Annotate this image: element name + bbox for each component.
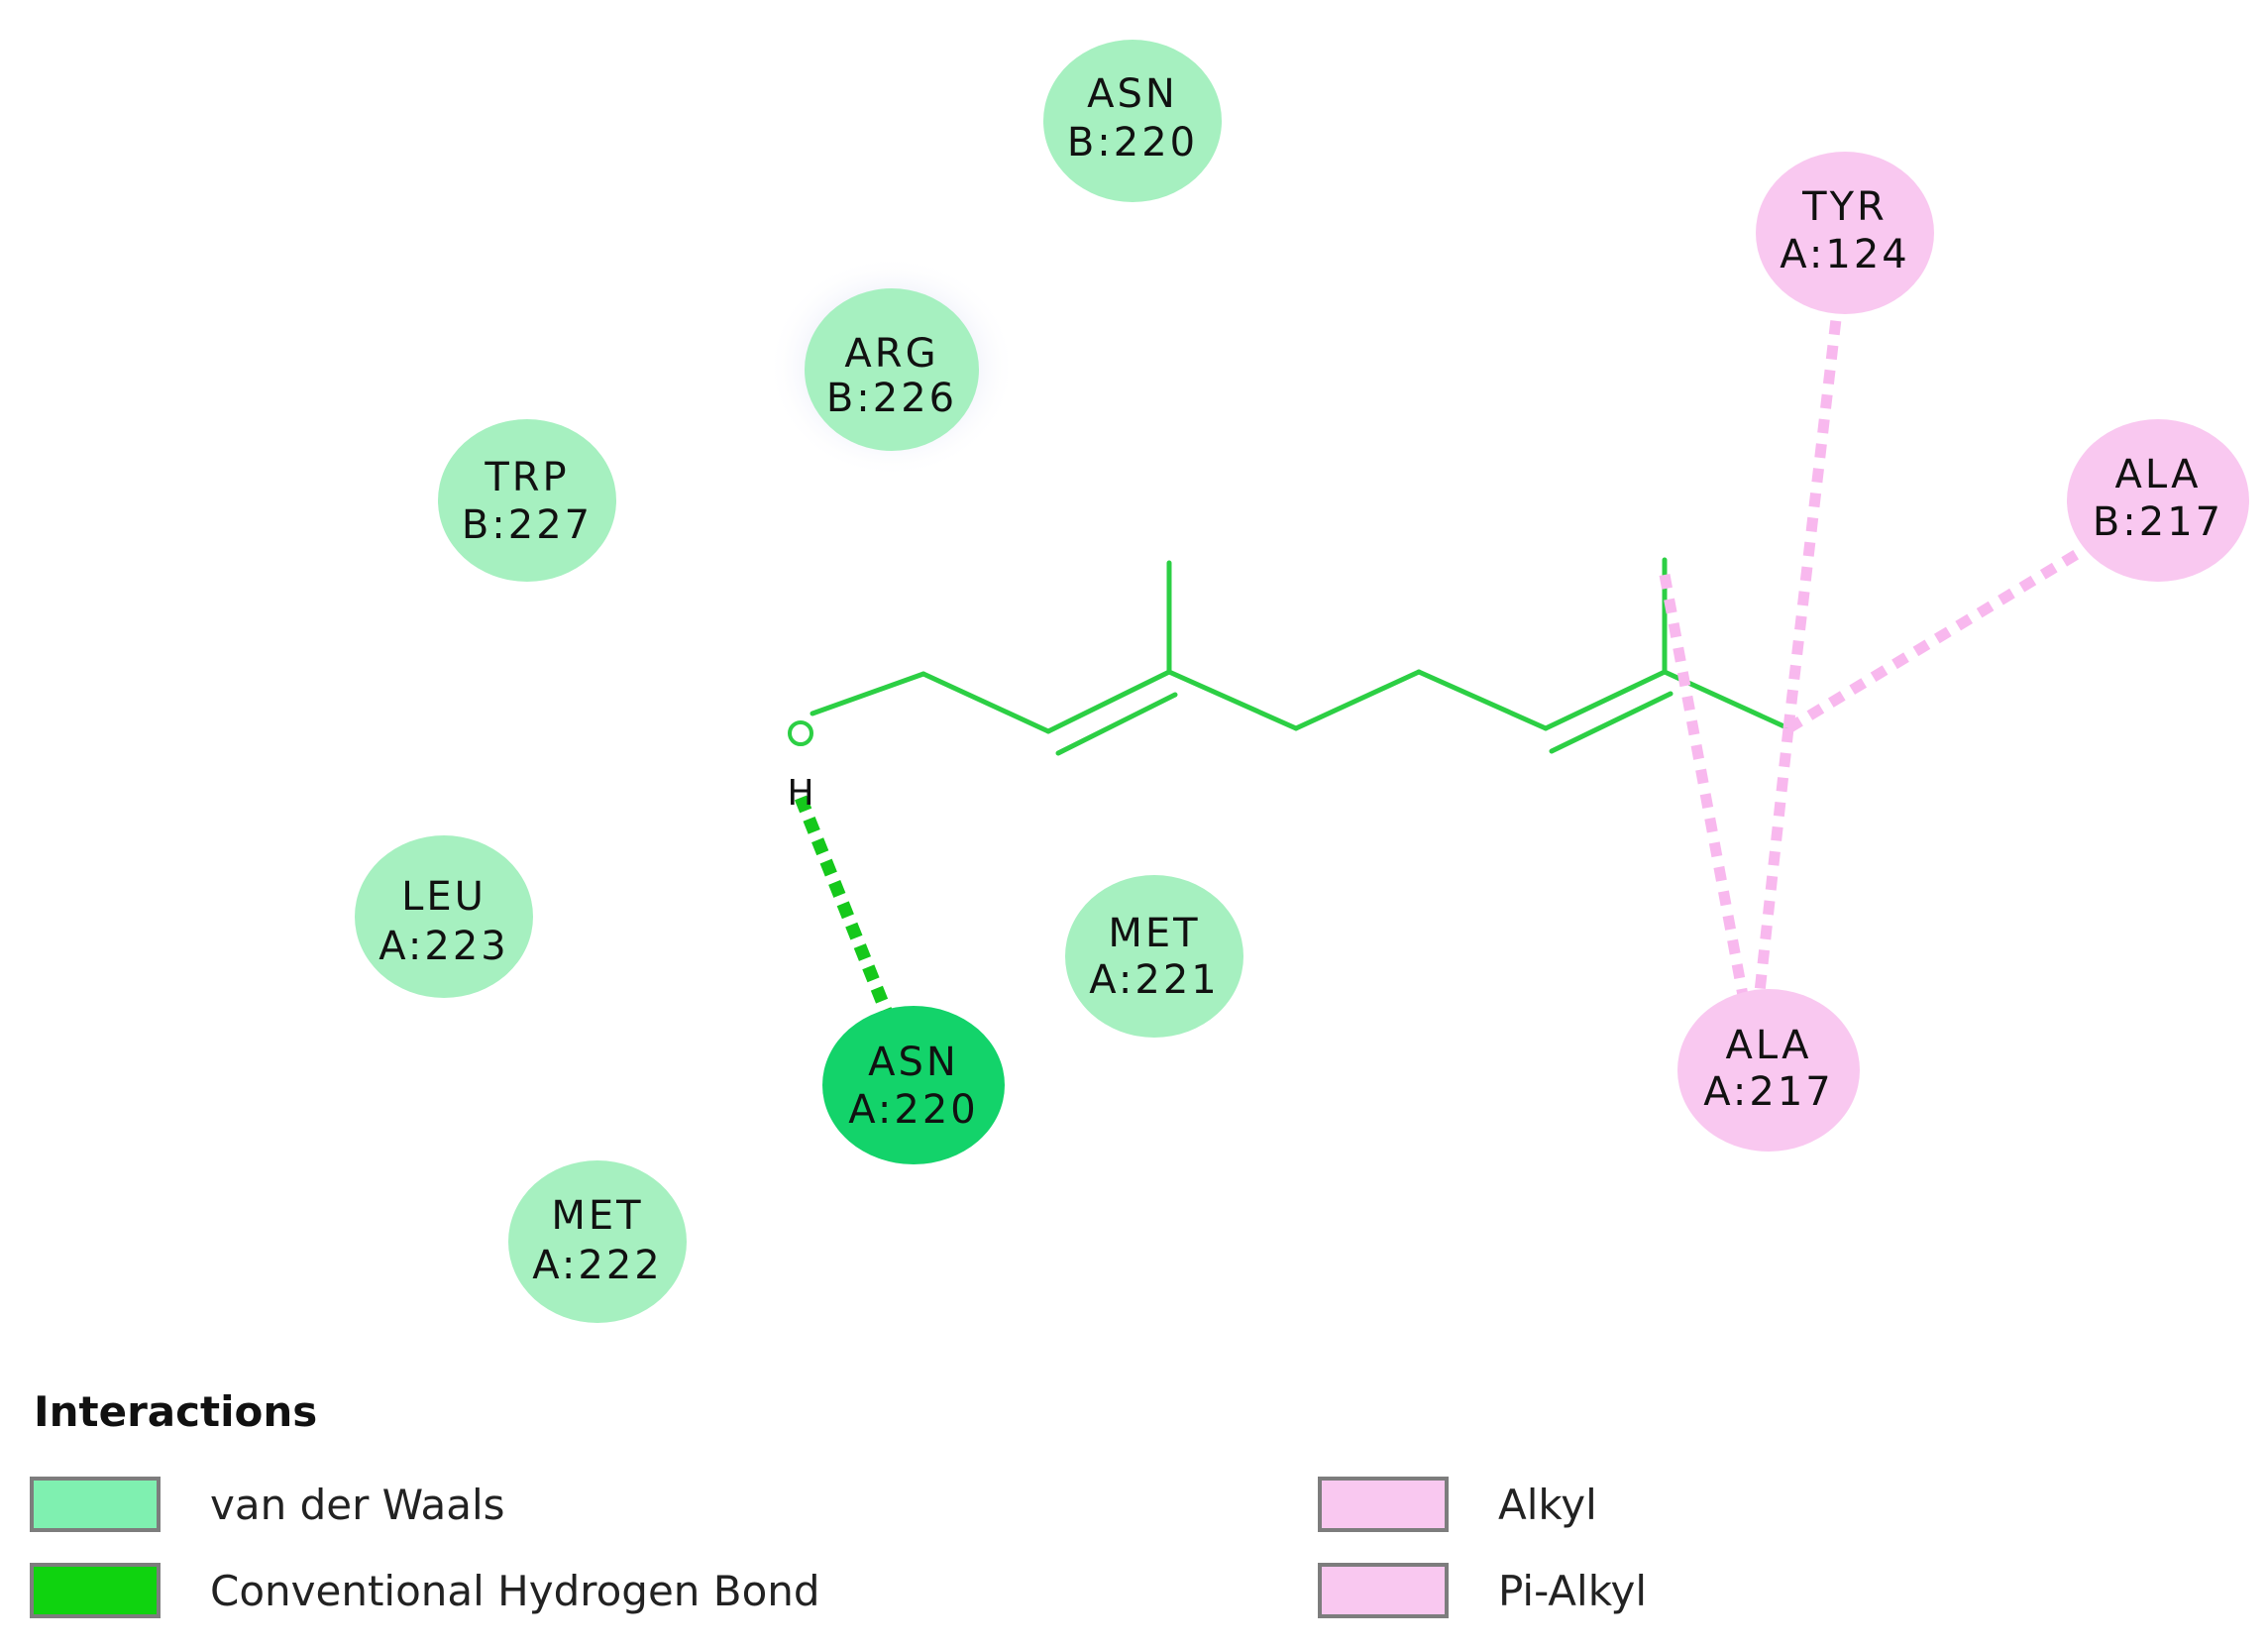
svg-text:A:124: A:124 bbox=[1780, 232, 1909, 277]
svg-text:A:222: A:222 bbox=[532, 1243, 662, 1288]
residue-leu-a223: LEU A:223 bbox=[355, 835, 533, 998]
svg-text:TYR: TYR bbox=[1801, 184, 1888, 230]
svg-text:MET: MET bbox=[1108, 911, 1200, 956]
legend-item-pi-alkyl: Pi-Alkyl bbox=[1318, 1558, 1647, 1623]
legend-item-hydrogen-bond: Conventional Hydrogen Bond bbox=[30, 1558, 820, 1623]
svg-text:ASN: ASN bbox=[1087, 71, 1178, 117]
residue-tyr-a124: TYR A:124 bbox=[1756, 152, 1934, 314]
svg-text:A:220: A:220 bbox=[848, 1087, 978, 1133]
svg-text:B:217: B:217 bbox=[2093, 499, 2223, 545]
residue-asn-b220: ASN B:220 bbox=[1043, 40, 1222, 202]
legend-swatch bbox=[30, 1477, 161, 1532]
svg-text:ASN: ASN bbox=[868, 1040, 959, 1085]
residue-ala-b217: ALA B:217 bbox=[2067, 419, 2249, 582]
hydrogen-atom-label: H bbox=[787, 773, 813, 814]
residue-met-a222: MET A:222 bbox=[508, 1160, 687, 1323]
svg-text:ARG: ARG bbox=[844, 331, 938, 377]
residue-trp-b227: TRP B:227 bbox=[438, 419, 616, 582]
legend-swatch bbox=[1318, 1477, 1449, 1532]
svg-text:A:217: A:217 bbox=[1703, 1069, 1833, 1115]
legend-title: Interactions bbox=[34, 1387, 318, 1436]
svg-text:ALA: ALA bbox=[2115, 452, 2202, 497]
oxygen-atom-marker bbox=[788, 720, 813, 746]
legend-swatch bbox=[1318, 1563, 1449, 1618]
legend-item-alkyl: Alkyl bbox=[1318, 1472, 1597, 1537]
hydrogen-bond-line bbox=[794, 795, 901, 1034]
residue-arg-b226: ARG B:226 bbox=[805, 288, 979, 451]
svg-text:TRP: TRP bbox=[484, 455, 569, 500]
svg-text:B:220: B:220 bbox=[1067, 120, 1198, 165]
svg-text:A:221: A:221 bbox=[1089, 957, 1219, 1003]
legend-label: Pi-Alkyl bbox=[1498, 1566, 1648, 1615]
legend-label: Alkyl bbox=[1498, 1480, 1597, 1529]
legend-swatch bbox=[30, 1563, 161, 1618]
legend-item-van-der-waals: van der Waals bbox=[30, 1472, 505, 1537]
alkyl-interaction-lines bbox=[1659, 301, 2082, 1003]
legend-label: van der Waals bbox=[210, 1480, 505, 1529]
svg-text:MET: MET bbox=[551, 1193, 643, 1239]
residue-asn-a220: ASN A:220 bbox=[822, 1006, 1005, 1164]
ligand-skeleton bbox=[810, 557, 1791, 756]
residue-met-a221: MET A:221 bbox=[1065, 875, 1243, 1038]
svg-text:B:226: B:226 bbox=[826, 376, 957, 421]
svg-text:LEU: LEU bbox=[401, 874, 486, 920]
legend-label: Conventional Hydrogen Bond bbox=[210, 1566, 820, 1615]
svg-text:ALA: ALA bbox=[1726, 1023, 1812, 1068]
residue-ala-a217: ALA A:217 bbox=[1677, 989, 1860, 1152]
svg-text:A:223: A:223 bbox=[378, 924, 508, 969]
svg-text:B:227: B:227 bbox=[462, 502, 593, 548]
